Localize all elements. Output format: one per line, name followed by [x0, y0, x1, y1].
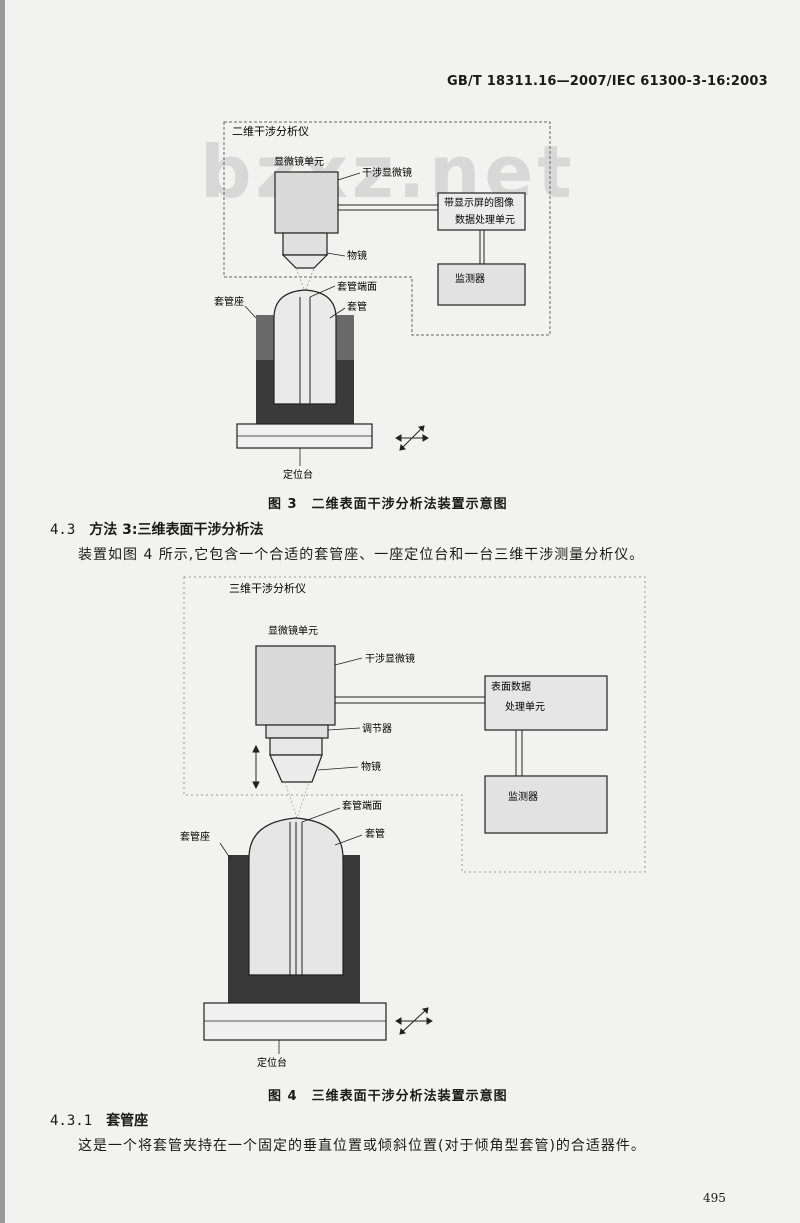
fig4-adjuster — [265, 724, 329, 739]
section-4-3-heading: 4.3 方法 3:三维表面干涉分析法 — [50, 519, 264, 539]
fig4-ferrule-holder-label: 套管座 — [180, 830, 210, 843]
fig3-instrument-boundary — [223, 121, 551, 336]
fig3-ferrule — [273, 289, 337, 405]
fig3-objective-label: 物镜 — [347, 249, 367, 262]
fig3-ferrule-label: 套管 — [347, 300, 367, 313]
page-number: 495 — [703, 1191, 726, 1205]
fig3-box-title: 二维干涉分析仪 — [232, 124, 309, 138]
fig4-monitor — [484, 775, 608, 834]
fig4-box-title: 三维干涉分析仪 — [229, 581, 306, 595]
fig4-motion-arrows — [395, 1007, 433, 1035]
figure-4-caption: 图 4 三维表面干涉分析法装置示意图 — [268, 1089, 508, 1104]
fig3-ferrule-holder-label: 套管座 — [214, 295, 244, 308]
fig3-motion-arrows — [395, 425, 429, 451]
standard-header: GB/T 18311.16—2007/IEC 61300-3-16:2003 — [447, 74, 768, 89]
fig4-microscope-unit-label: 显微镜单元 — [268, 624, 318, 637]
section-4-3-1-text: 这是一个将套管夹持在一个固定的垂直位置或倾斜位置(对于倾角型套管)的合适器件。 — [78, 1138, 646, 1154]
fig4-focus-arrow — [252, 744, 260, 790]
fig4-processing-unit — [484, 675, 608, 731]
fig3-processing-unit-label-2: 数据处理单元 — [455, 213, 515, 226]
fig3-microscope-unit-label: 显微镜单元 — [274, 155, 324, 168]
fig4-monitor-label: 监测器 — [508, 790, 538, 803]
fig4-objective-label: 物镜 — [361, 760, 381, 773]
section-title: 套管座 — [106, 1113, 149, 1129]
page-edge — [0, 0, 5, 1223]
fig4-objective — [269, 737, 323, 756]
fig3-end-face-label: 套管端面 — [337, 280, 377, 293]
fig4-stage — [203, 1002, 387, 1041]
section-4-3-1-heading: 4.3.1 套管座 — [50, 1110, 148, 1130]
fig4-processing-unit-label-1: 表面数据 — [491, 680, 531, 693]
fig4-stage-label: 定位台 — [257, 1056, 287, 1069]
fig4-interference-microscope — [255, 645, 336, 726]
figure-3-caption: 图 3 二维表面干涉分析法装置示意图 — [268, 497, 508, 512]
fig4-interference-microscope-label: 干涉显微镜 — [365, 652, 415, 665]
section-title: 方法 3:三维表面干涉分析法 — [89, 522, 264, 538]
fig3-processing-unit — [437, 192, 526, 231]
section-number: 4.3.1 — [50, 1113, 93, 1129]
fig4-ferrule-label: 套管 — [365, 827, 385, 840]
fig3-processing-unit-label-1: 带显示屏的图像 — [444, 196, 514, 209]
fig3-monitor-label: 监测器 — [455, 272, 485, 285]
fig3-stage-label: 定位台 — [283, 468, 313, 481]
fig4-adjuster-label: 调节器 — [362, 723, 392, 735]
fig4-end-face-label: 套管端面 — [342, 799, 382, 812]
section-number: 4.3 — [50, 522, 76, 538]
fig3-interference-microscope-label: 干涉显微镜 — [362, 166, 412, 179]
fig4-processing-unit-label-2: 处理单元 — [505, 701, 545, 713]
fig3-monitor — [437, 263, 526, 306]
fig4-instrument-boundary — [183, 576, 646, 873]
section-4-3-text: 装置如图 4 所示,它包含一个合适的套管座、一座定位台和一台三维干涉测量分析仪。 — [78, 547, 645, 563]
